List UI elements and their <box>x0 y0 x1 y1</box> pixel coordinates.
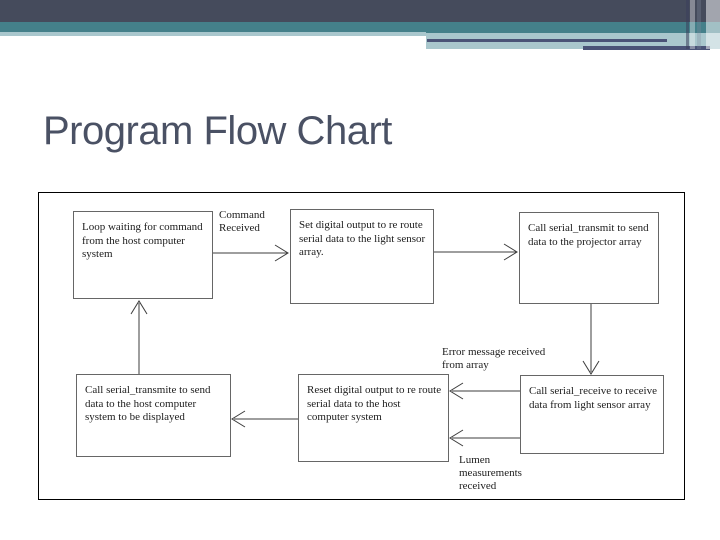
flowchart-node-loop-waiting: Loop waiting for command from the host c… <box>73 211 213 299</box>
arrowhead-up-icon <box>130 300 148 315</box>
header-light-bar-left <box>0 32 426 36</box>
header-edge-stripe-dark <box>686 0 689 49</box>
arrowhead-right-icon <box>274 244 289 262</box>
header-dark-bar <box>0 0 720 22</box>
header-teal-bar <box>0 22 720 32</box>
arrowhead-left-icon <box>449 429 464 447</box>
flowchart-node-serial-transmit: Call serial_transmit to send data to the… <box>519 212 659 304</box>
slide-title: Program Flow Chart <box>43 109 392 153</box>
flowchart-node-set-digital-output: Set digital output to re route serial da… <box>290 209 434 304</box>
flowchart-node-reset-digital-output: Reset digital output to re route serial … <box>298 374 449 462</box>
header-edge-stripe-mid <box>697 0 701 49</box>
flowchart-connectors <box>130 243 600 447</box>
flowchart-frame: Loop waiting for command from the host c… <box>38 192 685 500</box>
edge-label-command-received: Command Received <box>219 209 265 234</box>
arrowhead-left-icon <box>231 410 246 428</box>
header-accent-line-top <box>427 39 667 42</box>
arrowhead-left-icon <box>449 382 464 400</box>
header-teal-bar-right <box>426 22 720 33</box>
edge-label-error-message: Error message received from array <box>442 346 546 371</box>
flowchart-node-serial-receive: Call serial_receive to receive data from… <box>520 375 664 454</box>
header-edge-stripe-light <box>690 0 695 49</box>
header-edge-stripe-pale <box>706 0 720 49</box>
arrowhead-down-icon <box>582 360 600 375</box>
flowchart-node-serial-transmite: Call serial_transmite to send data to th… <box>76 374 231 457</box>
edge-label-lumen-measurements: Lumen measurements received <box>459 454 522 492</box>
arrowhead-right-icon <box>503 243 518 261</box>
header-accent-line-bottom <box>583 46 710 50</box>
